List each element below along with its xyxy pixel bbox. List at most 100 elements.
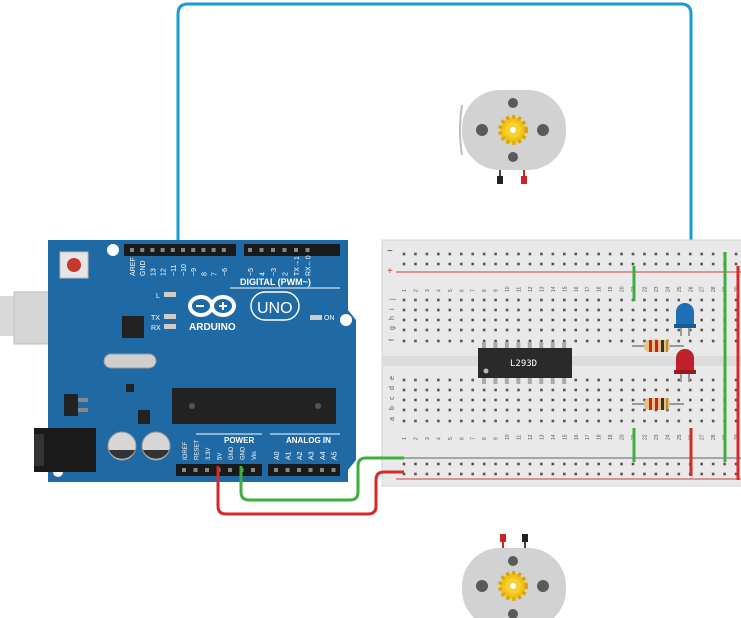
column-number: 6 [459, 289, 465, 292]
digital-pin-label: 8 [201, 272, 208, 276]
model-label: UNO [257, 300, 293, 317]
column-number: 8 [482, 437, 488, 440]
wire-red-5v[interactable] [216, 466, 404, 516]
column-number: 25 [677, 434, 683, 440]
column-number: 10 [505, 286, 511, 292]
digital-pin-label: 13 [150, 268, 157, 276]
power-jack [34, 428, 96, 472]
column-number: 10 [505, 434, 511, 440]
digital-pin-label: ~3 [271, 268, 278, 276]
column-number: 18 [597, 434, 603, 440]
power-pin-label: RESET [195, 440, 201, 460]
row-letter: f [389, 339, 396, 341]
column-number: 20 [620, 286, 626, 292]
column-number: 7 [471, 437, 477, 440]
column-number: 6 [459, 437, 465, 440]
row-letter: i [389, 308, 396, 310]
column-number: 23 [654, 434, 660, 440]
wire-blue[interactable] [176, 2, 693, 312]
wire-green-gnd[interactable] [239, 456, 404, 502]
column-number: 22 [642, 286, 648, 292]
column-number: 28 [711, 286, 717, 292]
column-number: 3 [425, 289, 431, 292]
digital-pin-label: ~6 [222, 268, 229, 276]
column-number: 5 [448, 289, 454, 292]
row-letter: h [389, 316, 396, 320]
column-number: 11 [517, 287, 523, 292]
column-number: 18 [597, 286, 603, 292]
rail-minus-label-top: − [387, 246, 393, 257]
column-number: 1 [402, 289, 408, 292]
column-number: 13 [539, 434, 545, 440]
column-number: 2 [413, 289, 419, 292]
column-number: 26 [688, 286, 694, 292]
analog-pin-label: A1 [286, 451, 293, 460]
atmega-chip [172, 388, 336, 424]
digital-pin-label: GND [140, 260, 147, 276]
analog-pin-label: A3 [309, 451, 316, 460]
power-pin-label: IOREF [183, 441, 189, 460]
brand-label: ARDUINO [189, 322, 236, 333]
digital-pin-label: ~10 [181, 264, 188, 276]
led-blue[interactable] [674, 303, 696, 336]
column-number: 8 [482, 289, 488, 292]
column-number: 23 [654, 286, 660, 292]
row-letter: g [389, 326, 396, 330]
digital-pin-label: 12 [161, 268, 168, 276]
row-letter: e [389, 376, 396, 380]
dc-motor-top[interactable] [459, 90, 566, 184]
column-number: 27 [700, 286, 706, 292]
column-number: 11 [517, 435, 523, 440]
column-number: 3 [425, 437, 431, 440]
power-pin-label: 3.3V [206, 448, 212, 460]
column-number: 16 [574, 434, 580, 440]
column-number: 25 [677, 286, 683, 292]
gear-icon [498, 571, 528, 601]
l293d-ic[interactable]: L293D [478, 342, 572, 384]
digital-pin-label: RX←0 [306, 255, 313, 276]
led-red[interactable] [674, 349, 696, 382]
column-number: 14 [551, 434, 557, 440]
analog-label: ANALOG IN [286, 436, 331, 445]
column-number: 12 [528, 434, 534, 440]
column-number: 15 [562, 434, 568, 440]
tx-label: TX [151, 315, 160, 322]
resistor-bottom[interactable] [632, 398, 684, 410]
rx-label: RX [151, 325, 161, 332]
power-pin-label: GND [241, 446, 247, 460]
digital-pin-label: 4 [260, 272, 267, 276]
column-number: 12 [528, 286, 534, 292]
l-label: L [156, 293, 160, 300]
column-number: 13 [539, 286, 545, 292]
arduino-logo [188, 295, 236, 317]
gear-icon [498, 115, 528, 145]
resistor-top[interactable] [632, 340, 684, 352]
digital-pin-label: ~5 [248, 268, 255, 276]
column-number: 15 [562, 286, 568, 292]
rail-plus-label-top: + [387, 266, 393, 277]
column-number: 14 [551, 286, 557, 292]
analog-pin-label: A2 [297, 451, 304, 460]
power-pin-label: 5V [218, 453, 224, 460]
column-number: 20 [620, 434, 626, 440]
row-letter: c [389, 396, 396, 400]
column-number: 16 [574, 286, 580, 292]
column-number: 5 [448, 437, 454, 440]
row-letter: a [389, 417, 396, 421]
dc-motor-bottom[interactable] [462, 534, 566, 618]
column-number: 4 [436, 437, 442, 440]
column-number: 9 [494, 289, 500, 292]
digital-label: DIGITAL (PWM~) [240, 277, 311, 287]
digital-pin-label: 2 [283, 272, 290, 276]
digital-pin-label: AREF [130, 257, 137, 276]
power-label: POWER [224, 436, 254, 445]
digital-pin-label: 7 [212, 272, 219, 276]
digital-pin-label: ~11 [171, 265, 178, 276]
power-pin-label: GND [229, 446, 235, 460]
column-number: 7 [471, 289, 477, 292]
column-number: 27 [700, 434, 706, 440]
